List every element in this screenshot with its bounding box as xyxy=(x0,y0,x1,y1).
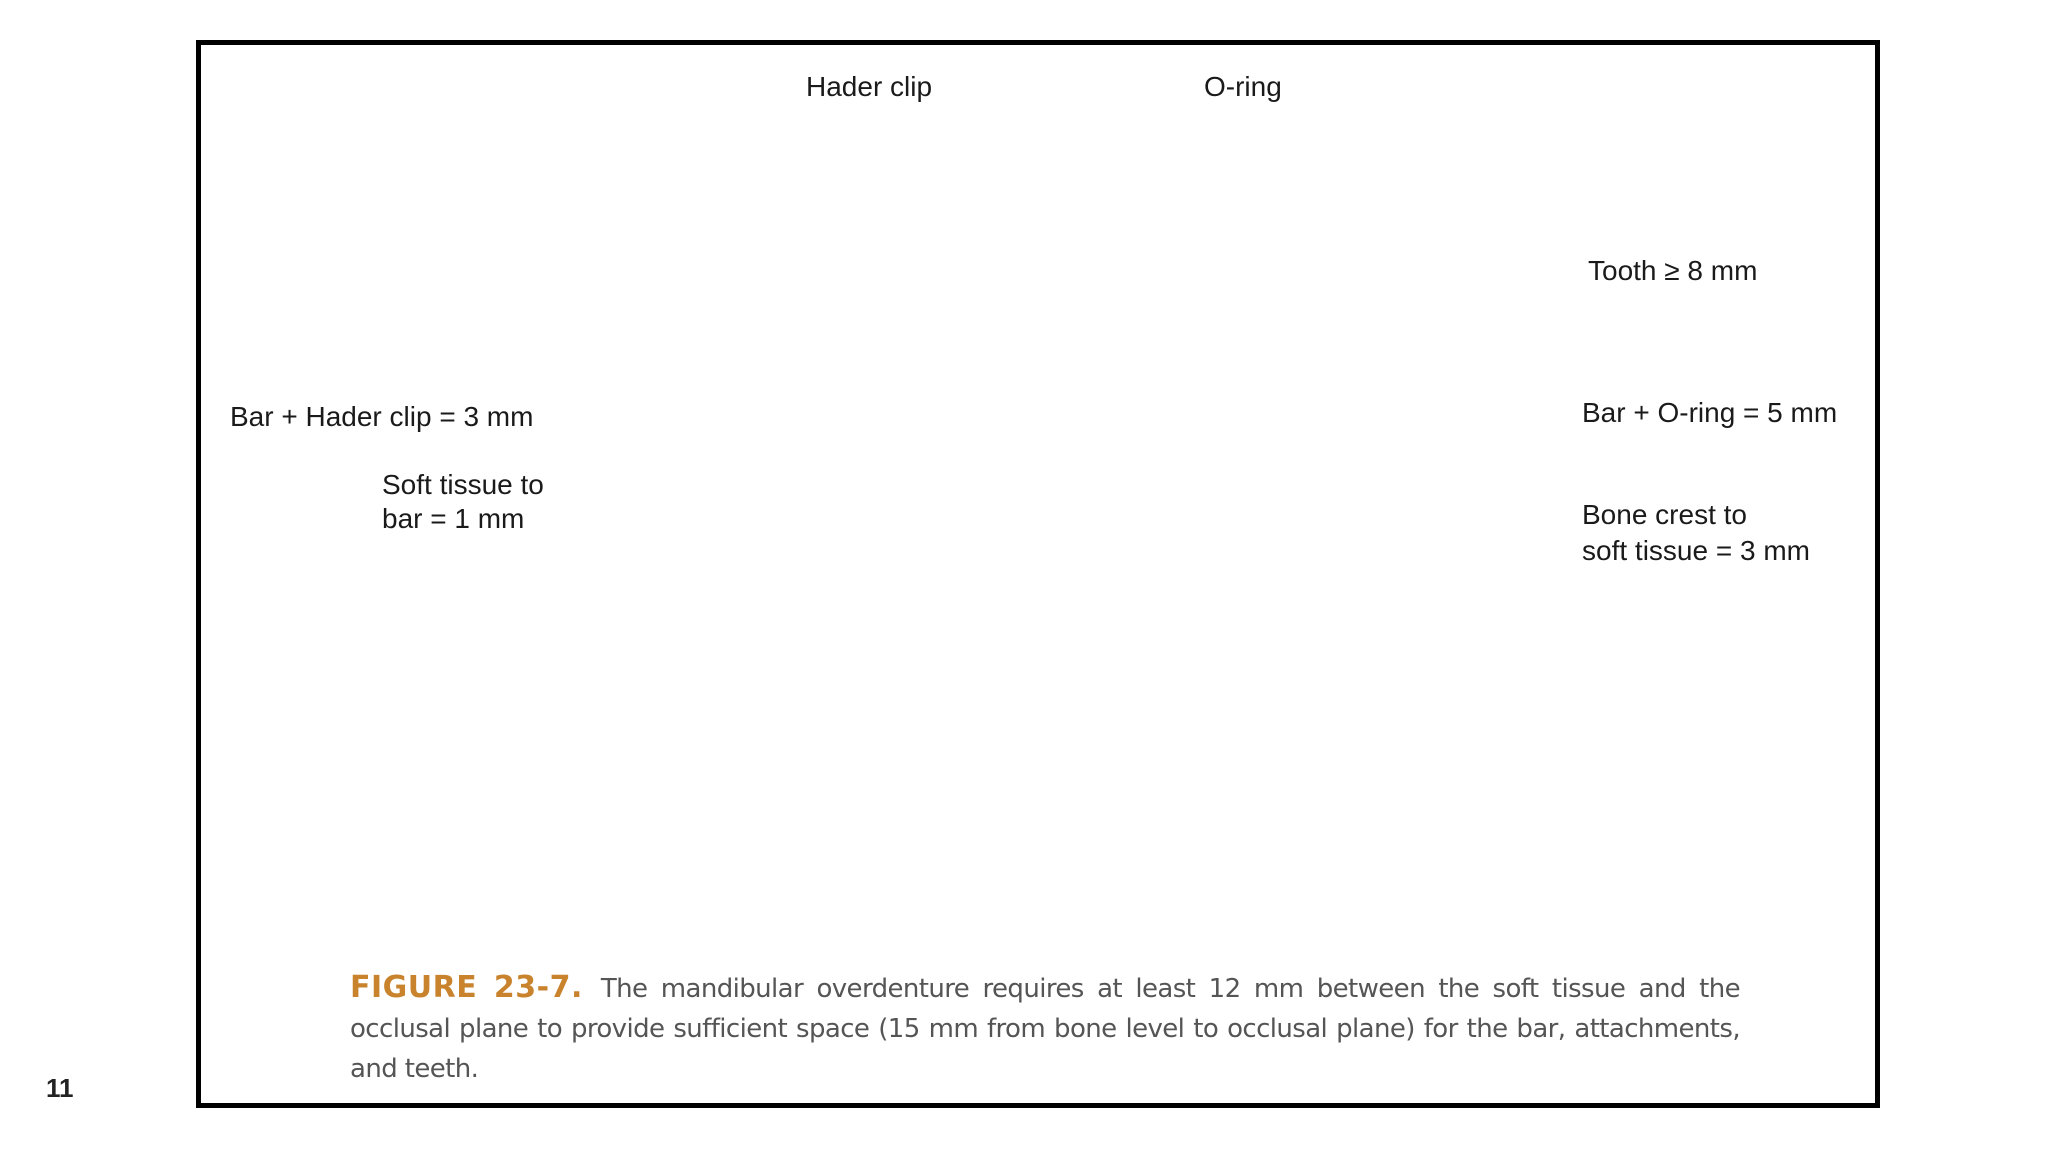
label-o-ring: O-ring xyxy=(1204,71,1282,102)
label-soft-tissue-2: bar = 1 mm xyxy=(382,503,525,534)
label-bone-crest-2: soft tissue = 3 mm xyxy=(1582,535,1810,566)
label-bar-o-ring: Bar + O-ring = 5 mm xyxy=(1582,397,1838,428)
label-hader-clip: Hader clip xyxy=(806,71,933,102)
label-soft-tissue-1: Soft tissue to xyxy=(382,469,544,500)
label-bar-hader-clip: Bar + Hader clip = 3 mm xyxy=(230,401,534,432)
figure-caption: FIGURE 23-7.The mandibular overdenture r… xyxy=(350,968,1741,1089)
figure-caption-label: FIGURE 23-7. xyxy=(350,970,583,1005)
figure-frame xyxy=(196,40,1880,1108)
label-tooth-height: Tooth ≥ 8 mm xyxy=(1588,255,1758,286)
label-bone-crest-1: Bone crest to xyxy=(1582,499,1747,530)
figure-caption-text: The mandibular overdenture requires at l… xyxy=(350,974,1741,1084)
slide-number: 11 xyxy=(46,1073,74,1103)
